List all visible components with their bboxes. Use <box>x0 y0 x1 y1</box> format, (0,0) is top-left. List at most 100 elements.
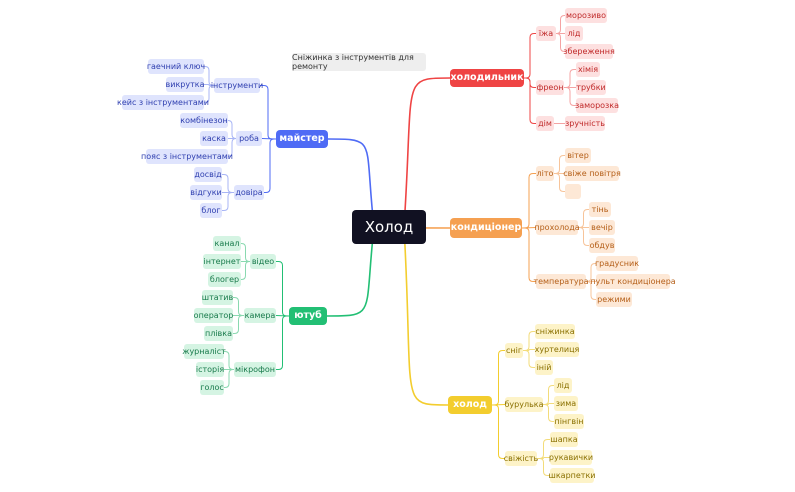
leaf-youtube-1-2[interactable]: плівка <box>204 326 233 341</box>
branch-fridge-node[interactable]: холодильник <box>450 69 524 87</box>
group-fridge-2[interactable]: дім <box>536 116 554 131</box>
group-youtube-1[interactable]: камера <box>244 308 276 323</box>
edge-cold-1-item-1 <box>543 403 554 405</box>
leaf-ac-1-2[interactable]: обдув <box>589 238 615 253</box>
edge-ac-1-item-2 <box>578 227 589 246</box>
leaf-fridge-1-2[interactable]: заморозка <box>575 98 619 113</box>
leaf-ac-0-1[interactable]: свіже повітря <box>563 166 621 181</box>
leaf-master-0-1[interactable]: викрутка <box>166 77 204 92</box>
edge-youtube-1-item-2 <box>233 315 244 334</box>
edge-fridge-0-item-0 <box>556 15 565 34</box>
edge-ac-group-2 <box>522 227 536 282</box>
group-youtube-0[interactable]: відео <box>250 254 276 269</box>
edge-root-master <box>327 138 375 228</box>
leaf-fridge-1-0[interactable]: хімія <box>576 62 600 77</box>
branch-ac-node[interactable]: кондиціонер <box>450 218 522 238</box>
edge-cold-0-item-2 <box>523 350 535 368</box>
leaf-youtube-1-1[interactable]: оператор <box>194 308 233 323</box>
leaf-cold-0-2[interactable]: іній <box>535 360 553 375</box>
edge-master-group-0 <box>260 85 276 140</box>
group-cold-2[interactable]: свіжість <box>504 451 538 466</box>
leaf-youtube-1-0[interactable]: штатив <box>202 290 233 305</box>
group-fridge-1[interactable]: фреон <box>536 80 564 95</box>
group-master-2[interactable]: довіра <box>234 185 264 200</box>
leaf-cold-2-0[interactable]: шапка <box>550 432 578 447</box>
leaf-youtube-0-2[interactable]: блогер <box>208 272 241 287</box>
edge-fridge-group-0 <box>524 33 536 79</box>
edge-fridge-0-item-2 <box>556 33 565 52</box>
leaf-cold-0-1[interactable]: хуртелиця <box>535 342 579 357</box>
edge-fridge-1-item-2 <box>564 87 576 106</box>
leaf-cold-1-1[interactable]: зима <box>554 396 578 411</box>
leaf-youtube-2-0[interactable]: журналіст <box>182 344 226 359</box>
leaf-ac-2-0[interactable]: градусник <box>595 256 639 271</box>
leaf-youtube-2-1[interactable]: історія <box>196 362 224 377</box>
group-ac-0[interactable]: літо <box>536 166 554 181</box>
edge-youtube-group-0 <box>276 261 289 317</box>
group-master-1[interactable]: роба <box>236 131 262 146</box>
edge-youtube-group-2 <box>276 315 289 370</box>
group-cold-0[interactable]: сніг <box>505 343 523 358</box>
leaf-master-0-2[interactable]: кейс з інструментами <box>117 95 209 110</box>
edge-youtube-0-item-0 <box>241 243 250 262</box>
edge-ac-2-item-2 <box>586 281 596 300</box>
edge-youtube-0-item-2 <box>241 261 250 280</box>
leaf-ac-1-0[interactable]: тінь <box>589 202 611 217</box>
leaf-fridge-0-2[interactable]: збереження <box>563 44 615 59</box>
group-master-0[interactable]: інструменти <box>211 78 263 93</box>
leaf-master-2-0[interactable]: досвід <box>194 167 222 182</box>
leaf-master-0-0[interactable]: гаечний ключ <box>147 59 205 74</box>
edge-master-1-item-2 <box>227 138 237 157</box>
branch-master-node[interactable]: майстер <box>276 130 328 148</box>
leaf-ac-0-0[interactable]: вітер <box>565 148 591 163</box>
edge-root-fridge <box>403 77 451 228</box>
leaf-youtube-0-1[interactable]: інтернет <box>203 254 241 269</box>
leaf-ac-2-1[interactable]: пульт кондиціонера <box>590 274 676 289</box>
leaf-master-1-0[interactable]: комбінезон <box>180 113 228 128</box>
edge-fridge-1-item-0 <box>564 69 576 88</box>
leaf-fridge-1-1[interactable]: трубки <box>576 80 606 95</box>
leaf-master-1-2[interactable]: пояс з інструментами <box>141 149 233 164</box>
leaf-cold-2-1[interactable]: рукавички <box>549 450 593 465</box>
leaf-ac-1-1[interactable]: вечір <box>589 220 615 235</box>
root-node[interactable]: Холод <box>352 210 426 244</box>
leaf-fridge-0-1[interactable]: лід <box>565 26 583 41</box>
leaf-master-1-1[interactable]: каска <box>200 131 228 146</box>
leaf-ac-2-2[interactable]: режими <box>596 292 632 307</box>
branch-cold-node[interactable]: холод <box>448 396 492 414</box>
edge-master-0-item-2 <box>204 85 214 103</box>
edge-root-cold <box>403 226 449 406</box>
branch-youtube-node[interactable]: ютуб <box>289 307 327 325</box>
edge-cold-0-item-0 <box>523 331 535 351</box>
edge-cold-1-item-0 <box>543 385 554 405</box>
map-note[interactable]: Сніжинка з інструментів для ремонту <box>292 53 426 71</box>
group-cold-1[interactable]: бурулька <box>504 397 544 412</box>
leaf-master-2-1[interactable]: відгуки <box>190 185 222 200</box>
leaf-ac-0-2[interactable] <box>565 184 581 199</box>
leaf-fridge-2-0[interactable]: зручність <box>565 116 605 131</box>
edge-master-0-item-1 <box>204 84 214 86</box>
edge-master-group-2 <box>264 138 276 193</box>
group-youtube-2[interactable]: мікрофон <box>234 362 276 377</box>
edge-root-youtube <box>326 226 375 317</box>
leaf-youtube-2-2[interactable]: голос <box>200 380 224 395</box>
leaf-cold-1-0[interactable]: лід <box>554 378 572 393</box>
edge-cold-1-item-2 <box>543 404 554 422</box>
leaf-cold-1-2[interactable]: пінгвін <box>554 414 584 429</box>
leaf-youtube-0-0[interactable]: канал <box>213 236 241 251</box>
edge-fridge-group-2 <box>524 77 536 124</box>
edge-youtube-1-item-0 <box>233 297 244 316</box>
leaf-fridge-0-0[interactable]: морозиво <box>565 8 607 23</box>
leaf-cold-0-0[interactable]: сніжинка <box>535 324 575 339</box>
group-fridge-0[interactable]: їжа <box>536 26 556 41</box>
edge-ac-0-item-2 <box>554 173 565 192</box>
leaf-cold-2-2[interactable]: шкарпетки <box>549 468 596 483</box>
edge-cold-group-0 <box>492 350 505 406</box>
leaf-master-2-2[interactable]: блог <box>200 203 222 218</box>
group-ac-1[interactable]: прохолода <box>534 220 580 235</box>
group-ac-2[interactable]: температура <box>533 274 589 289</box>
edge-youtube-2-item-2 <box>224 369 234 388</box>
edge-cold-2-item-1 <box>537 457 550 459</box>
